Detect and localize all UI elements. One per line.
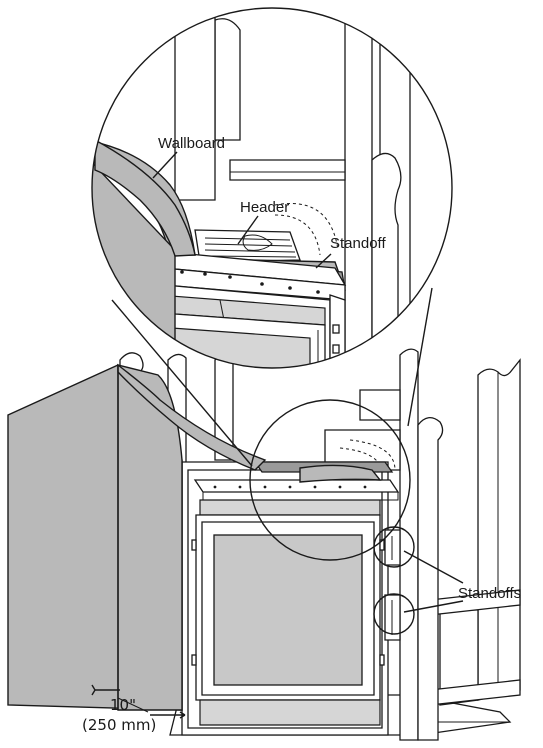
firebox-glass [213,534,363,686]
center-studs [324,348,444,741]
right-framing [429,358,521,706]
standoff-brackets [384,529,401,641]
main-assembly [7,348,521,741]
standoff-label: Standoff [330,235,386,252]
magnify-target-circle [249,399,411,561]
magnifier-connector-left [111,299,253,467]
standoffs-leader-lower [403,600,464,613]
standoffs-leader-upper [403,550,464,584]
wallboard-label: Wallboard [158,135,225,152]
dimension-marker [91,684,186,719]
dimension-inches-label: 10" [110,696,136,714]
firebox [181,461,400,736]
standoffs-label: Standoffs [458,585,521,602]
header-label: Header [240,199,289,216]
magnified-inset [91,7,453,369]
standoff-callout-lower [373,593,415,635]
magnifier-connector-right [407,287,433,427]
dimension-mm-label: (250 mm) [82,716,156,734]
